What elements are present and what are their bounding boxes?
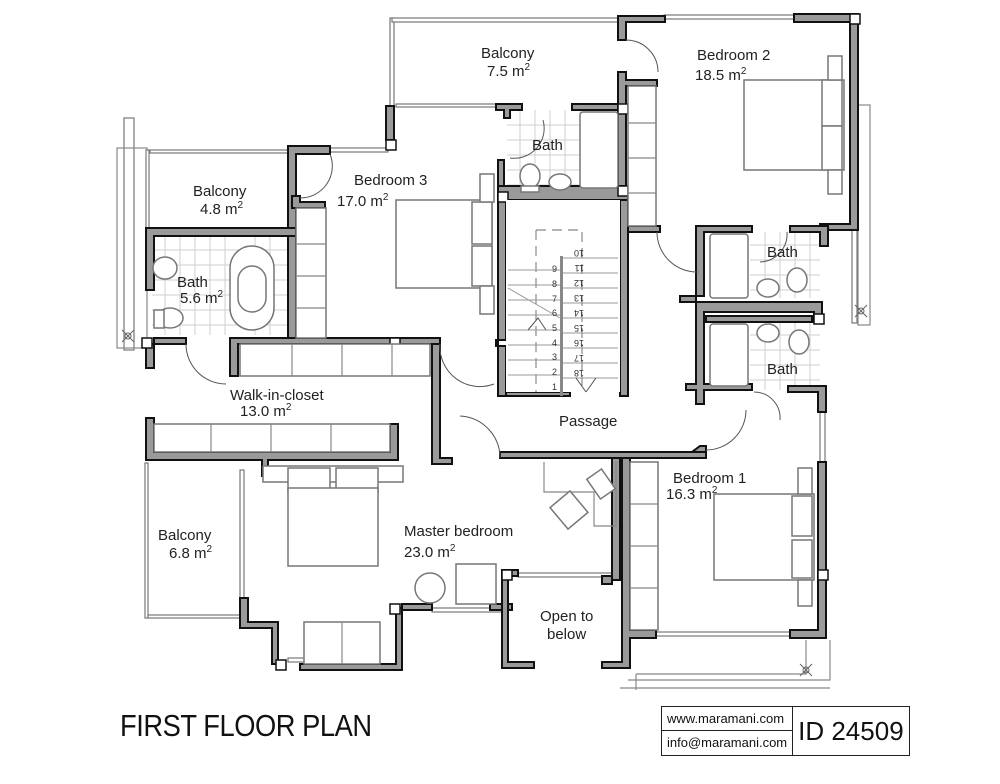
bedroom3-label: Bedroom 3 <box>354 172 427 189</box>
master-bedroom-area: 23.0 m2 <box>404 543 456 561</box>
plan-id: ID 24509 <box>798 716 904 746</box>
bath-left-label: Bath <box>177 274 208 291</box>
bath-left-fixtures <box>152 245 275 331</box>
bath-top-label: Bath <box>532 137 563 154</box>
plan-info-box: www.maramani.com info@maramani.com ID 24… <box>661 706 910 756</box>
stair-step-15: 15 <box>574 323 584 333</box>
bedroom2-bed <box>743 55 845 195</box>
bedroom1-label: Bedroom 1 <box>673 470 746 487</box>
bedroom1-bed <box>713 467 815 607</box>
stair-step-11: 11 <box>575 263 584 273</box>
stair-step-7: 7 <box>552 294 557 304</box>
open-to-below-label-1: Open to <box>540 608 593 625</box>
stair-step-14: 14 <box>574 308 584 318</box>
balcony-top-label: Balcony <box>481 45 535 62</box>
bath-right-fixtures <box>709 233 810 387</box>
bedroom3-bed <box>395 173 495 315</box>
light-fixture-icons <box>121 304 868 677</box>
stair-step-3: 3 <box>552 352 557 362</box>
email-link[interactable]: info@maramani.com <box>662 730 793 754</box>
plan-title: FIRST FLOOR PLAN <box>120 708 372 743</box>
stair-step-10: 10 <box>574 248 584 258</box>
walk-in-closet-area: 13.0 m2 <box>240 402 292 420</box>
stair-step-13: 13 <box>574 293 584 303</box>
master-desk <box>543 462 617 531</box>
stair-step-2: 2 <box>552 367 557 377</box>
room-labels: Balcony 7.5 m2 Bedroom 2 18.5 m2 Bath Be… <box>158 45 798 643</box>
bedroom3-wardrobe <box>295 207 327 339</box>
stair-step-9: 9 <box>552 264 557 274</box>
balcony-bottom-area: 6.8 m2 <box>169 544 213 562</box>
walk-in-closet-label: Walk-in-closet <box>230 387 324 404</box>
master-furniture <box>303 563 497 665</box>
stair-step-16: 16 <box>574 338 584 348</box>
walk-in-closet-shelves <box>153 343 431 453</box>
open-to-below-label-2: below <box>547 626 586 643</box>
stair-step-4: 4 <box>552 338 557 348</box>
stair-step-8: 8 <box>552 279 557 289</box>
wall-posts <box>141 13 861 671</box>
bedroom2-wardrobe <box>627 85 657 227</box>
bedroom3-area: 17.0 m2 <box>337 192 389 210</box>
bedroom1-wardrobe <box>629 461 659 631</box>
stair-step-12: 12 <box>574 278 584 288</box>
stair-step-5: 5 <box>552 323 557 333</box>
master-bed <box>262 465 404 567</box>
website-link[interactable]: www.maramani.com <box>667 711 785 726</box>
stair-step-1: 1 <box>552 382 557 392</box>
balcony-bottom-railing <box>144 462 245 619</box>
balcony-top-area: 7.5 m2 <box>487 62 531 80</box>
contact-links: www.maramani.com info@maramani.com <box>662 707 794 755</box>
bath-right-lower-label: Bath <box>767 361 798 378</box>
bath-left-area: 5.6 m2 <box>180 289 224 307</box>
master-bedroom-label: Master bedroom <box>404 523 513 540</box>
passage-label: Passage <box>559 413 617 430</box>
bath-top-fixtures <box>519 111 619 193</box>
staircase: 1 2 3 4 5 6 7 8 9 10 11 12 13 14 15 16 1… <box>506 200 620 396</box>
balcony-left-area: 4.8 m2 <box>200 200 244 218</box>
stair-step-6: 6 <box>552 308 557 318</box>
stair-step-18: 18 <box>574 368 584 378</box>
stair-step-17: 17 <box>574 353 584 363</box>
bedroom1-area: 16.3 m2 <box>666 485 718 503</box>
door-swings <box>185 39 788 459</box>
balcony-left-railing <box>116 117 389 351</box>
bedroom2-label: Bedroom 2 <box>697 47 770 64</box>
balcony-bottom-label: Balcony <box>158 527 212 544</box>
bedroom2-area: 18.5 m2 <box>695 66 747 84</box>
balcony-left-label: Balcony <box>193 183 247 200</box>
bath-right-upper-label: Bath <box>767 244 798 261</box>
